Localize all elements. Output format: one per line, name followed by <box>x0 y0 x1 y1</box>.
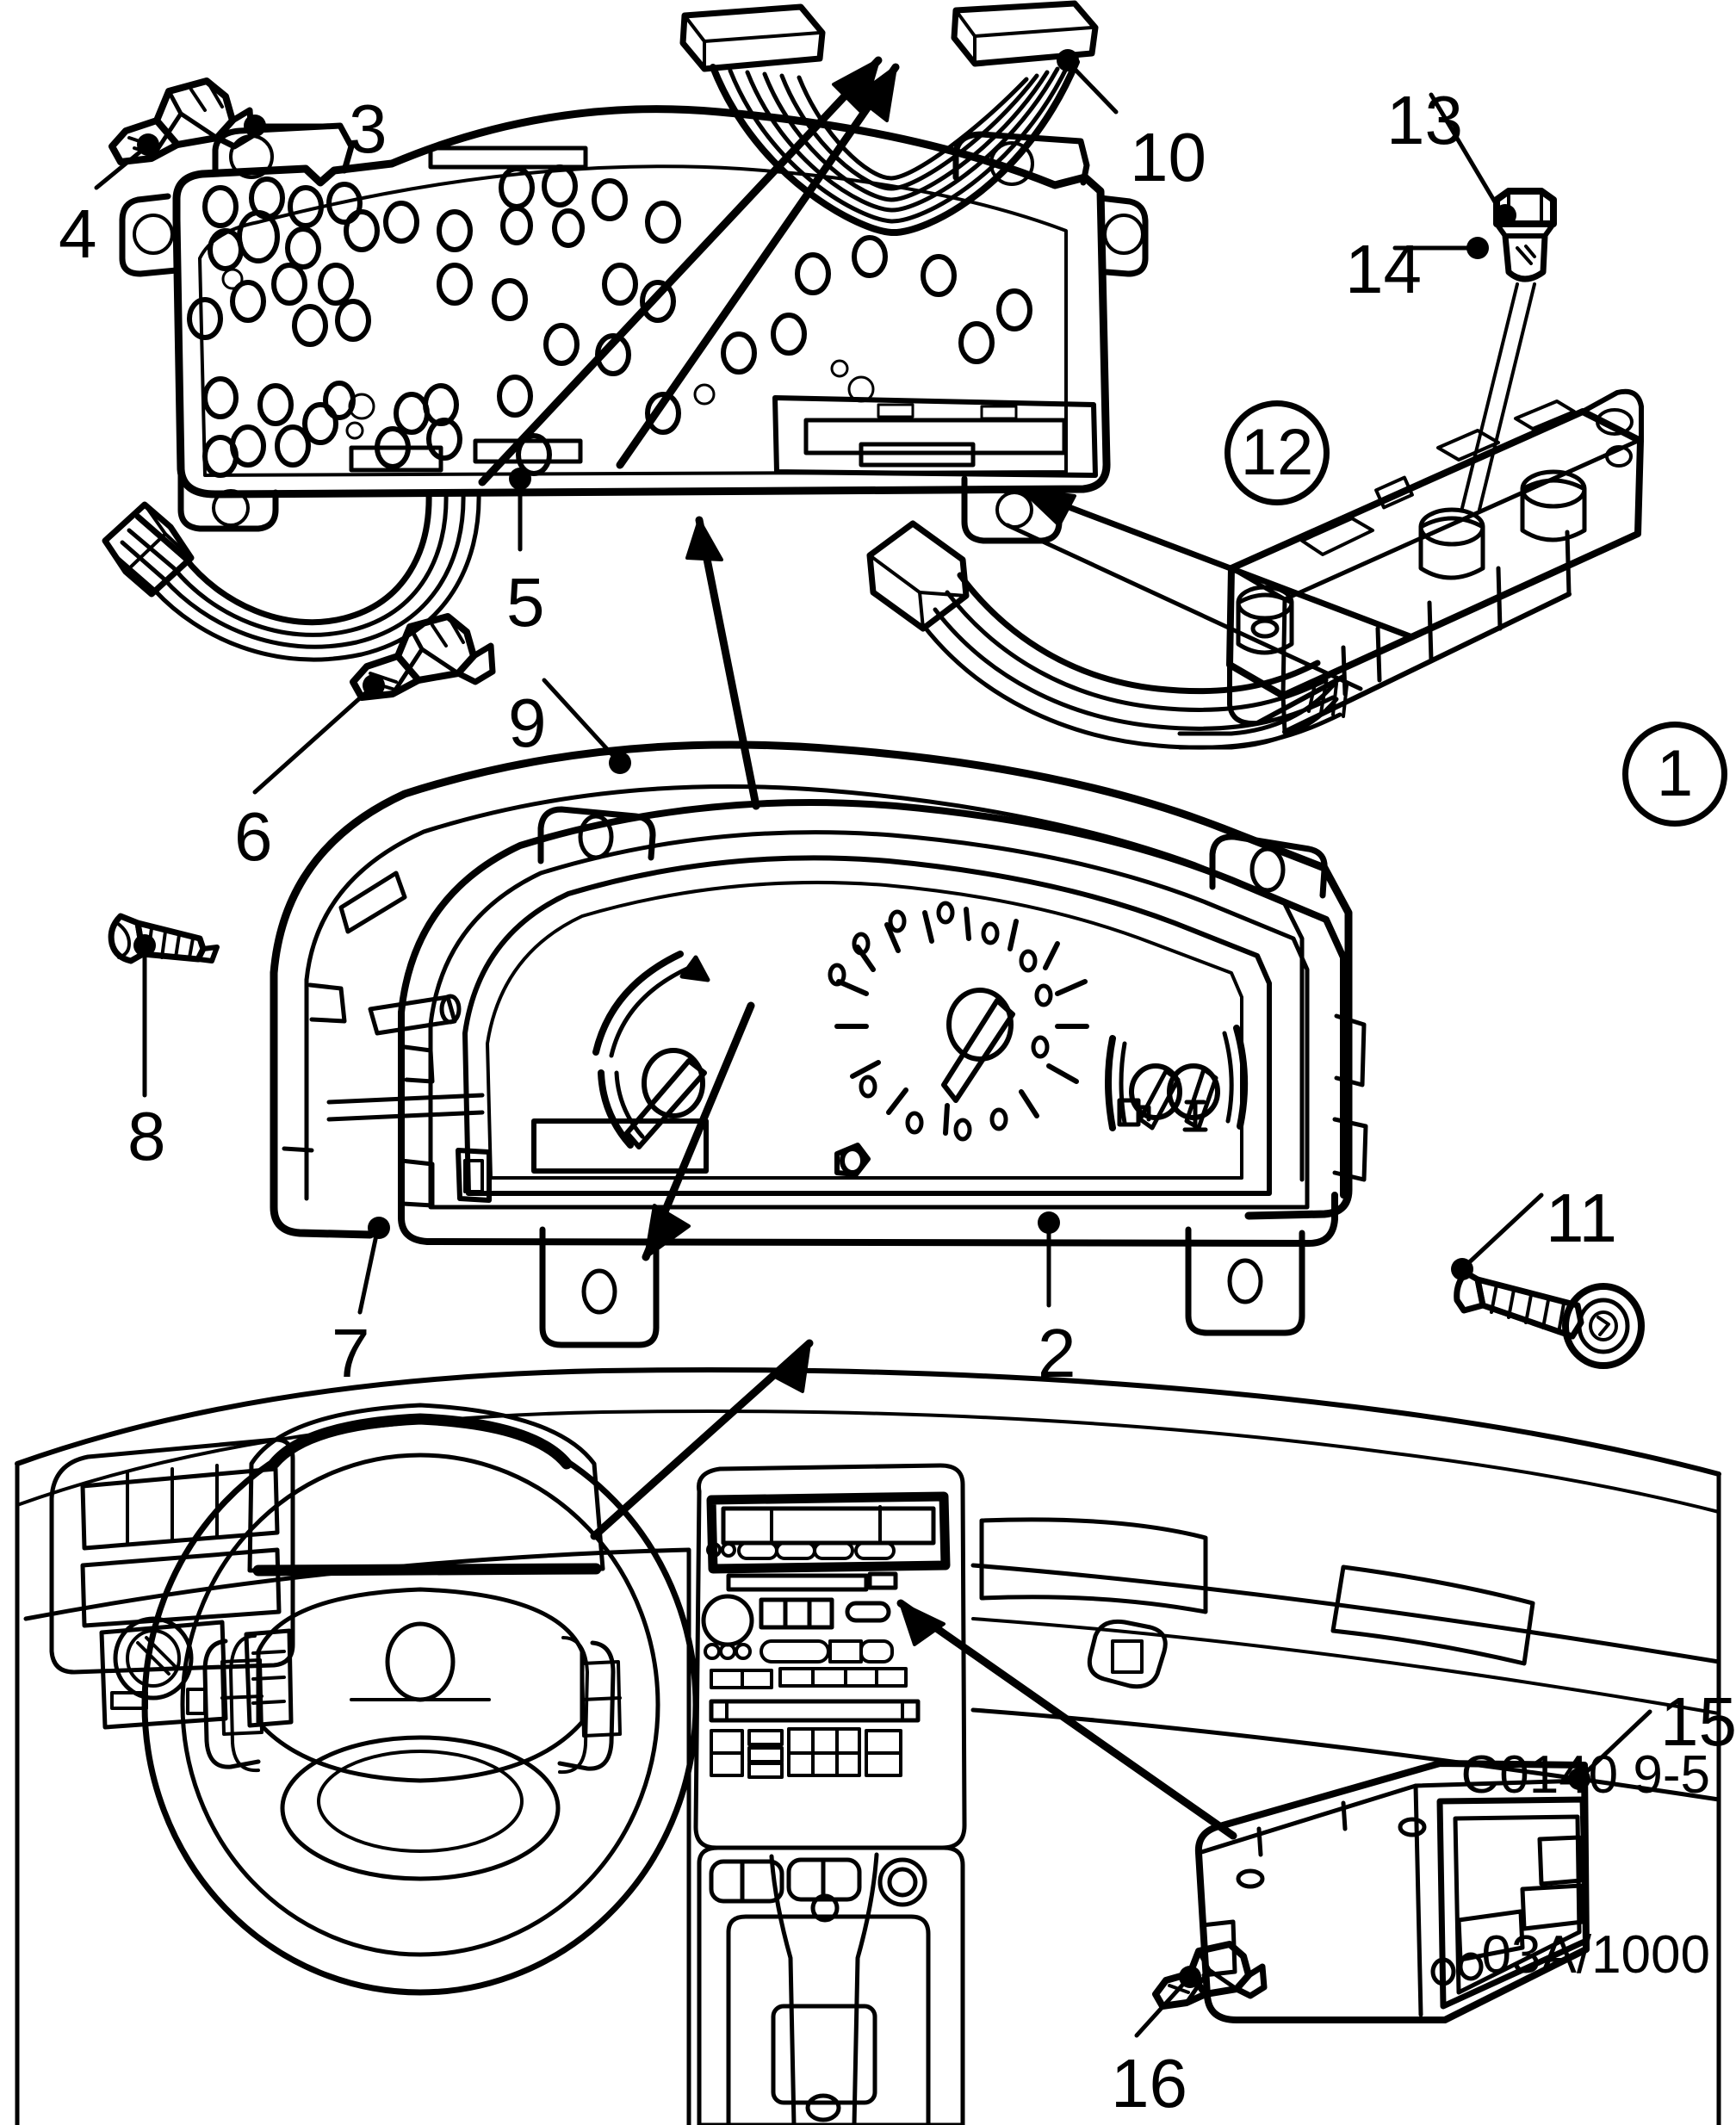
leader-lines <box>94 61 1652 2038</box>
fuel-pump-icon <box>1117 1098 1151 1127</box>
screw-large-graphic <box>1454 1269 1645 1369</box>
callout-14: 14 <box>1345 231 1422 307</box>
callout-9: 9 <box>508 685 547 761</box>
assembly-arrows <box>478 56 1416 1840</box>
callout-7: 7 <box>332 1315 370 1391</box>
callout-1: 1 <box>1622 722 1727 827</box>
cluster-housing-graphic <box>398 799 1368 1348</box>
callout-6: 6 <box>234 798 273 875</box>
callout-11: 11 <box>1546 1180 1618 1256</box>
centre-console <box>693 1463 967 2125</box>
instrument-cluster-face-graphic <box>456 855 1272 1203</box>
callout-4: 4 <box>59 195 97 272</box>
leader-dots <box>133 49 1590 1988</box>
bulb-lower-graphic <box>350 613 496 701</box>
control-display-module-graphic <box>1177 388 1644 750</box>
callout-12: 12 <box>1224 400 1330 505</box>
diagram-caption: C0140 9-5 03A/1000 <box>1460 1626 1710 2105</box>
printed-circuit-board-graphic <box>119 105 1149 544</box>
bulb-upper-graphic <box>108 77 255 165</box>
wiring-harness-left-graphic <box>102 489 481 662</box>
tachometer-dial <box>592 951 710 1149</box>
callout-13: 13 <box>1386 82 1463 158</box>
bulb-module-graphic <box>1460 188 1557 511</box>
dashboard-graphic <box>15 1367 1721 2125</box>
temperature-gauge <box>1117 1025 1249 1131</box>
callout-3: 3 <box>349 90 388 167</box>
callout-15: 15 <box>1660 1683 1736 1760</box>
caption-line-2: 03A/1000 <box>1481 1924 1710 1985</box>
callout-2: 2 <box>1038 1315 1076 1391</box>
callout-10: 10 <box>1130 119 1206 195</box>
callout-5: 5 <box>506 564 545 641</box>
callout-8: 8 <box>127 1098 166 1174</box>
caption-line-1: C0140 9-5 <box>1460 1745 1710 1806</box>
callout-16: 16 <box>1111 2045 1187 2122</box>
radio-head-unit-graphic <box>1194 1760 1590 2023</box>
speedometer-dial <box>828 901 1089 1142</box>
